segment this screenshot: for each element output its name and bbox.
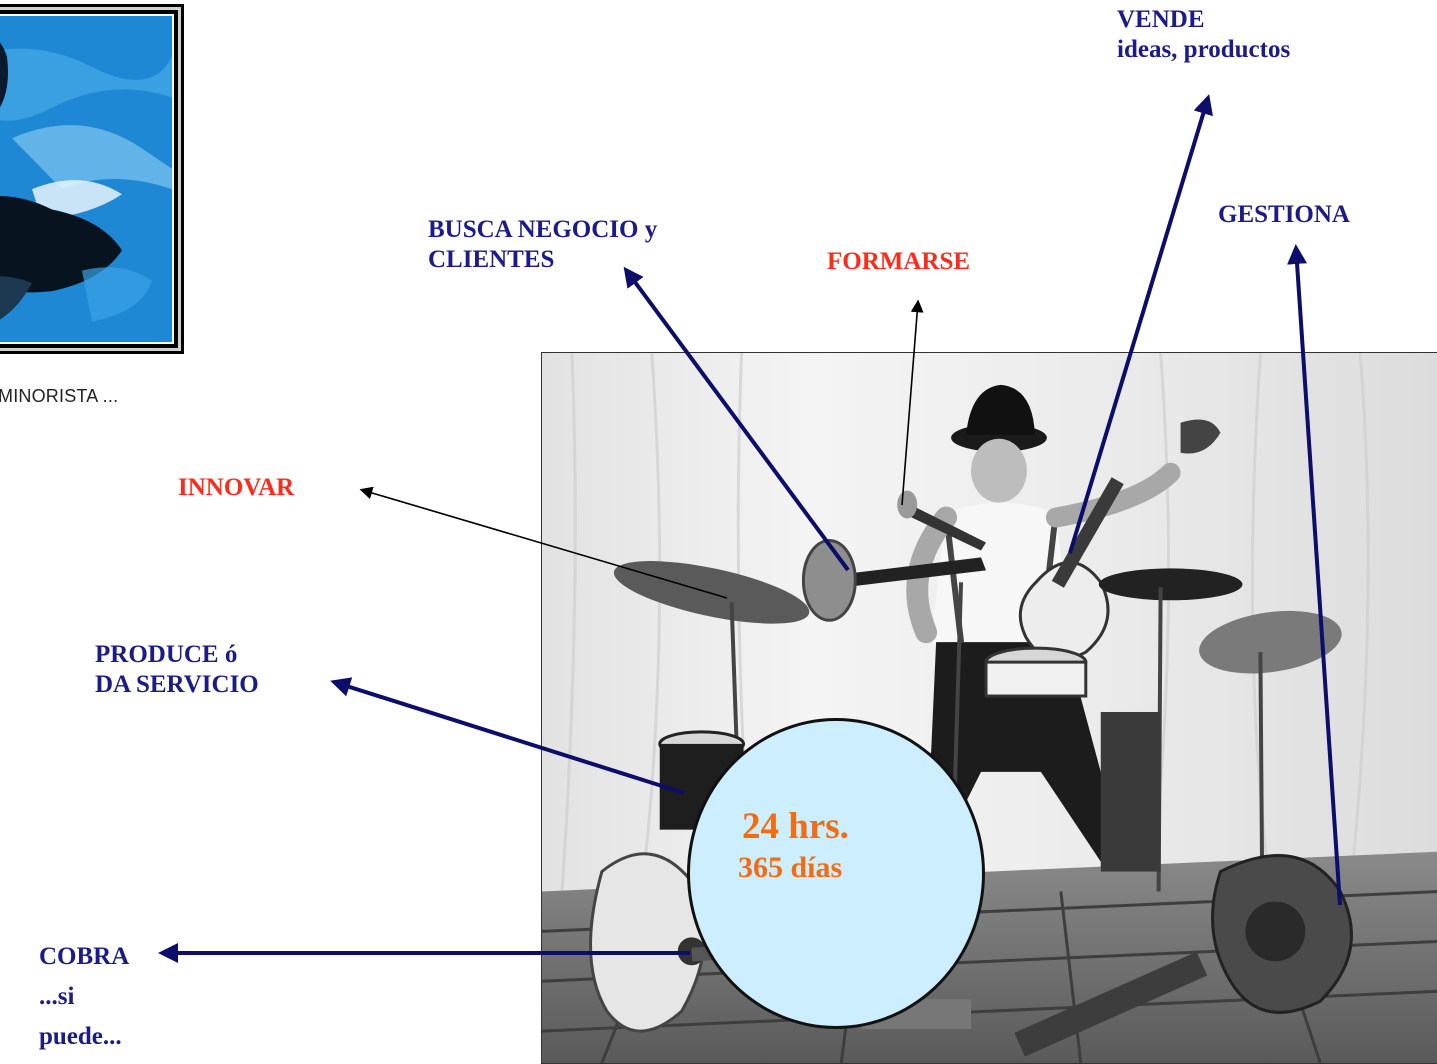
- label-produce: PRODUCE ó DA SERVICIO: [95, 640, 259, 700]
- label-produce-line1: PRODUCE ó: [95, 641, 238, 668]
- one-man-band-illustration: [542, 353, 1437, 1063]
- portrait-caption: MINORISTA ...: [0, 386, 119, 406]
- label-vende-title: VENDE: [1117, 6, 1205, 33]
- label-cobra: COBRA ...si puede...: [39, 937, 129, 1057]
- time-hours: 24 hrs.: [742, 806, 849, 847]
- time-circle-text: 24 hrs. 365 días: [738, 805, 849, 887]
- portrait-image: [0, 14, 174, 344]
- label-vende-subtitle: ideas, productos: [1117, 36, 1291, 63]
- label-formarse-text: FORMARSE: [827, 248, 971, 275]
- photo-frame: [0, 7, 181, 351]
- label-busca-negocio: BUSCA NEGOCIO y CLIENTES: [428, 215, 657, 275]
- label-innovar: INNOVAR: [178, 473, 294, 503]
- portrait-illustration: [0, 16, 172, 342]
- label-innovar-text: INNOVAR: [178, 474, 295, 501]
- label-produce-line2: DA SERVICIO: [95, 671, 259, 698]
- framed-portrait-photo: [0, 4, 184, 354]
- time-circle: [687, 718, 985, 1029]
- one-man-band-photo: [541, 352, 1437, 1064]
- label-gestiona: GESTIONA: [1218, 200, 1350, 230]
- label-cobra-line2: ...si: [39, 983, 75, 1010]
- label-formarse: FORMARSE: [827, 247, 970, 277]
- label-cobra-line1: COBRA: [39, 943, 130, 970]
- label-gestiona-text: GESTIONA: [1218, 201, 1350, 228]
- time-days: 365 días: [738, 851, 843, 884]
- label-vende: VENDE ideas, productos: [1117, 5, 1290, 65]
- label-cobra-line3: puede...: [39, 1023, 122, 1050]
- label-busca-line1: BUSCA NEGOCIO y: [428, 216, 658, 243]
- label-busca-line2: CLIENTES: [428, 246, 555, 273]
